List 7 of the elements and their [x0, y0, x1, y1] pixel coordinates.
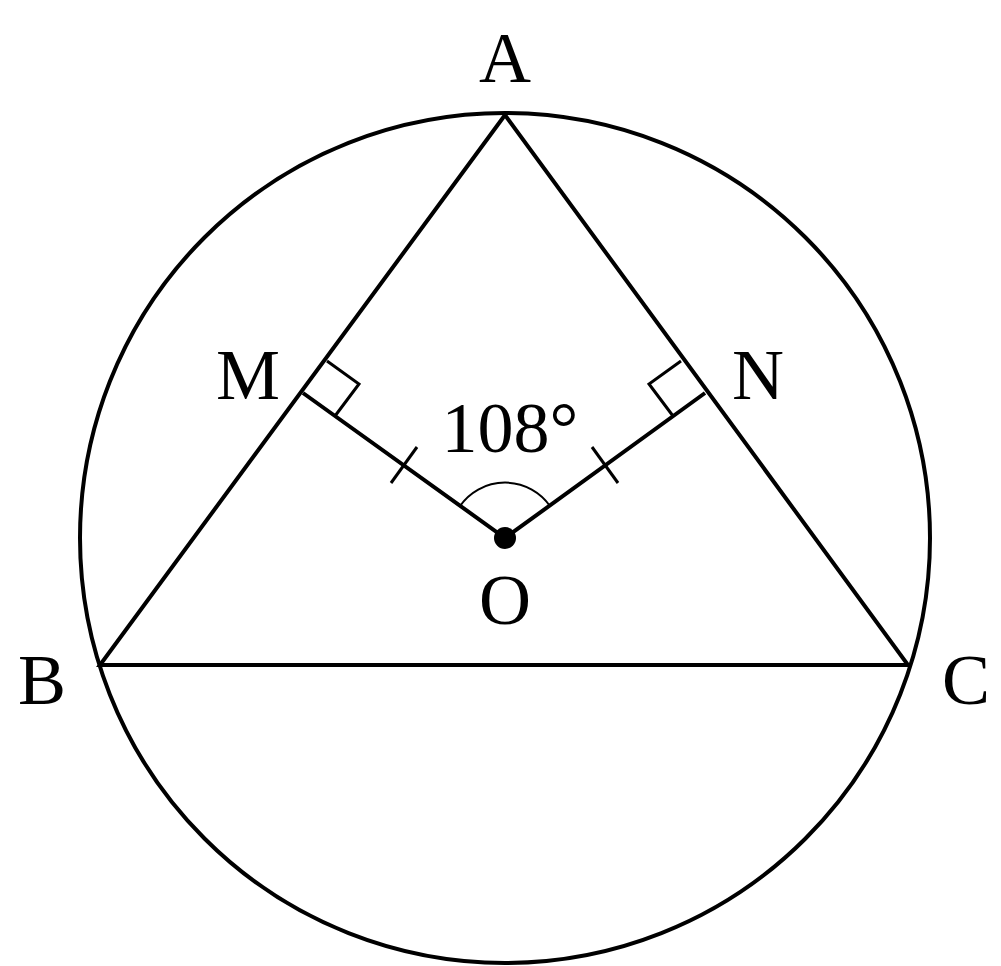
point-label: A — [479, 22, 531, 94]
point-label: M — [216, 339, 280, 411]
point-label: O — [479, 564, 531, 636]
point-label: N — [732, 339, 784, 411]
angle-label: 108° — [441, 392, 579, 464]
point-label: C — [942, 644, 990, 716]
point-label: B — [18, 644, 66, 716]
